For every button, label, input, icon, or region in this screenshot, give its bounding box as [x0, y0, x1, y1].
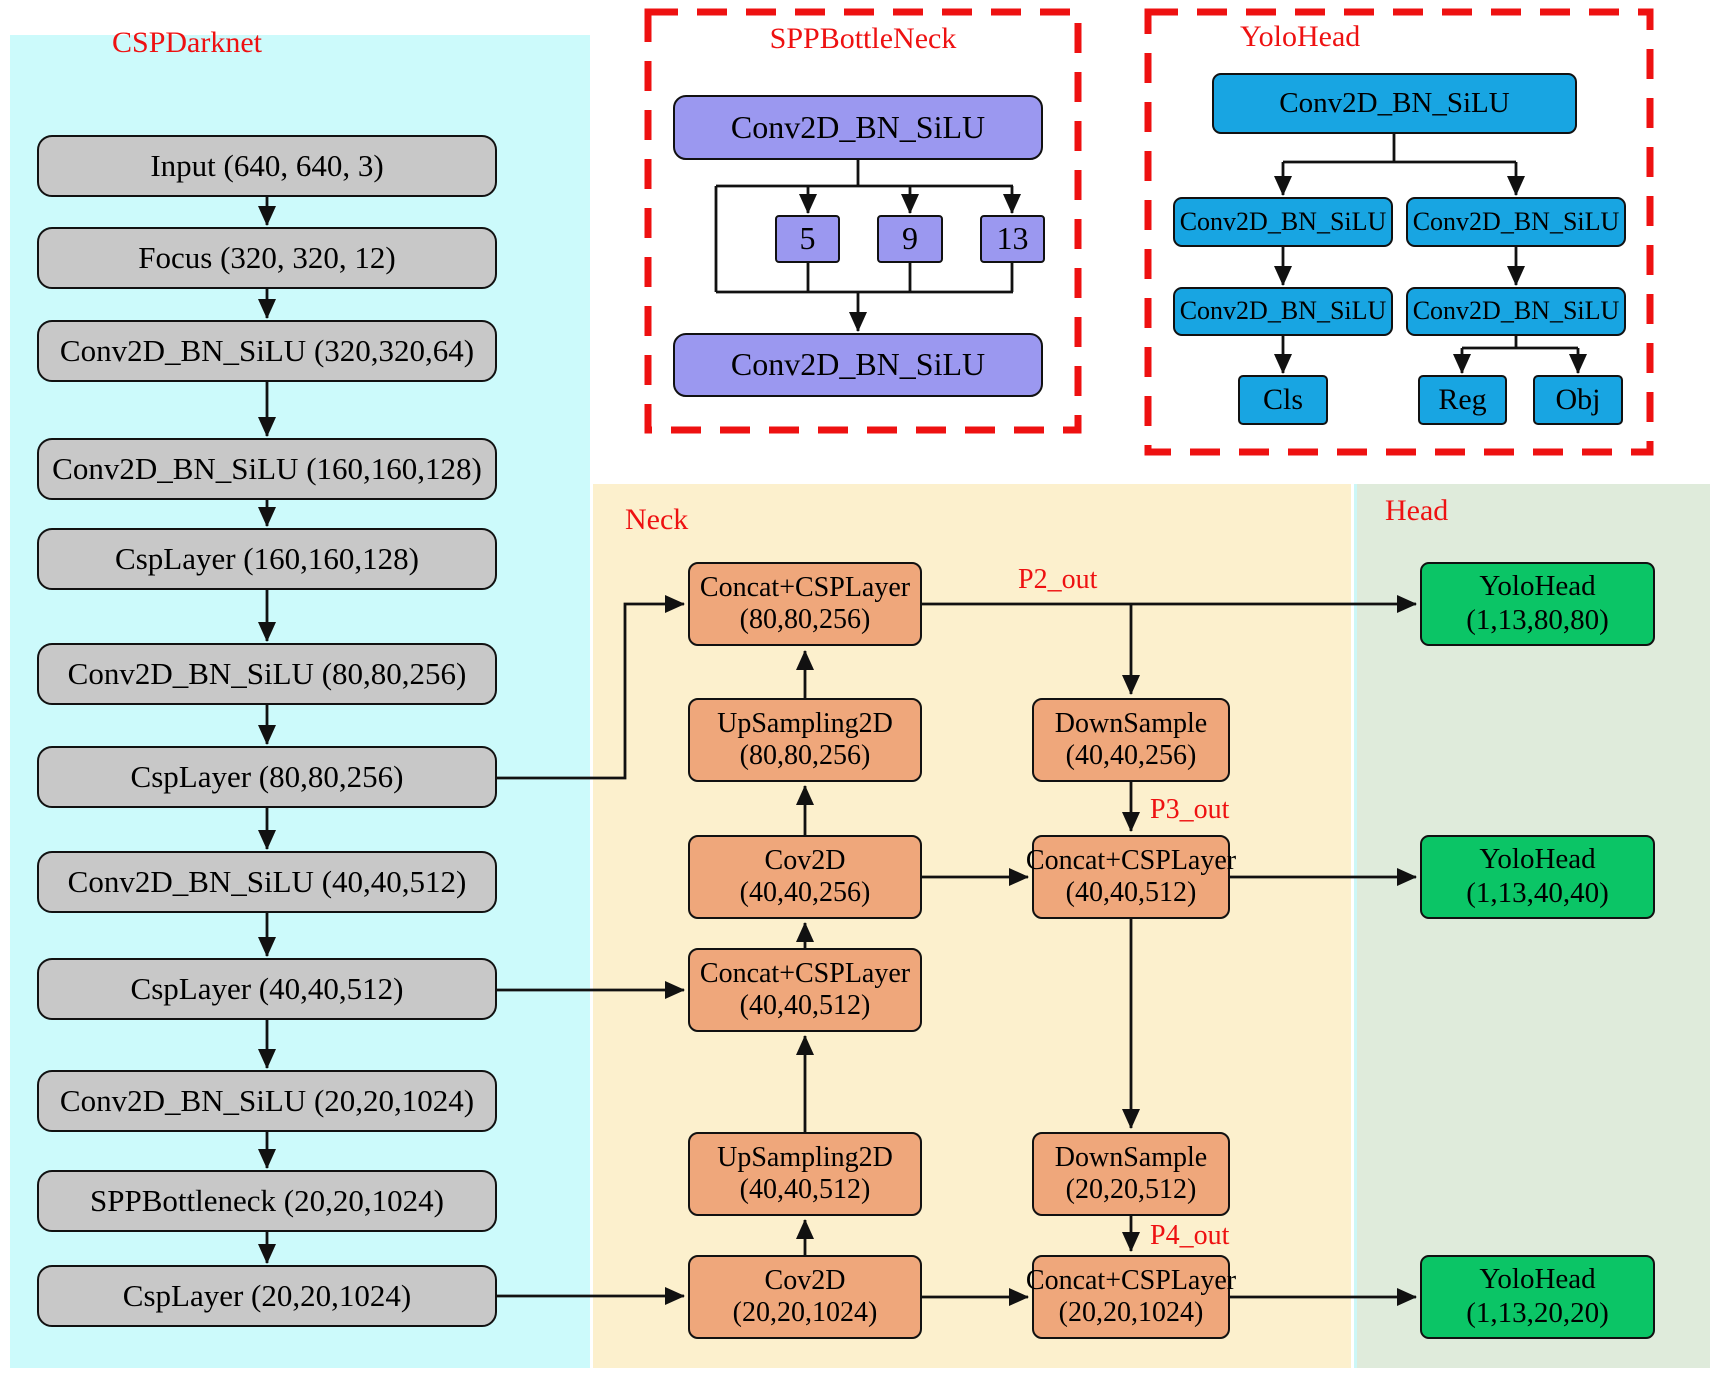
neck-node-up40: UpSampling2D(40,40,512) — [688, 1132, 922, 1216]
backbone-node-input: Input (640, 640, 3) — [37, 135, 497, 197]
backbone-node-conv4: Conv2D_BN_SiLU (40,40,512) — [37, 851, 497, 913]
yolohead-dashed-frame — [1144, 8, 1654, 456]
arrow-csp80-to-concat80 — [497, 595, 685, 780]
neck-node-concat40-left: Concat+CSPLayer(40,40,512) — [688, 948, 922, 1032]
neck-node-down20: DownSample(20,20,512) — [1032, 1132, 1230, 1216]
yolohead-node-stem: Conv2D_BN_SiLU — [1212, 73, 1577, 134]
yolohead-node-reg: Reg — [1418, 375, 1507, 425]
neck-node-up80: UpSampling2D(80,80,256) — [688, 698, 922, 782]
yolohead-node-left-conv1: Conv2D_BN_SiLU — [1173, 197, 1393, 247]
spp-node-kernel-9: 9 — [877, 215, 943, 263]
neck-node-concat80: Concat+CSPLayer(80,80,256) — [688, 562, 922, 646]
spp-node-kernel-13: 13 — [980, 215, 1045, 263]
backbone-node-csp1: CspLayer (160,160,128) — [37, 528, 497, 590]
spp-node-conv-bottom: Conv2D_BN_SiLU — [673, 333, 1043, 397]
backbone-node-conv5: Conv2D_BN_SiLU (20,20,1024) — [37, 1070, 497, 1132]
p2-out-label: P2_out — [1018, 564, 1098, 595]
neck-node-down40: DownSample(40,40,256) — [1032, 698, 1230, 782]
yolohead-detail-title: YoloHead — [1240, 20, 1361, 53]
backbone-node-conv1: Conv2D_BN_SiLU (320,320,64) — [37, 320, 497, 382]
neck-node-cov40: Cov2D(40,40,256) — [688, 835, 922, 919]
head-node-yolohead20: YoloHead(1,13,20,20) — [1420, 1255, 1655, 1339]
neck-node-concat20: Concat+CSPLayer(20,20,1024) — [1026, 1255, 1236, 1339]
head-node-yolohead80: YoloHead(1,13,80,80) — [1420, 562, 1655, 646]
spp-node-conv-top: Conv2D_BN_SiLU — [673, 95, 1043, 160]
neck-node-cov20: Cov2D(20,20,1024) — [688, 1255, 922, 1339]
head-title: Head — [1385, 494, 1449, 527]
head-node-yolohead40: YoloHead(1,13,40,40) — [1420, 835, 1655, 919]
yolohead-node-right-conv1: Conv2D_BN_SiLU — [1406, 197, 1626, 247]
yolohead-node-cls: Cls — [1238, 375, 1328, 425]
neck-node-concat40-right: Concat+CSPLayer(40,40,512) — [1026, 835, 1236, 919]
backbone-node-csp4: CspLayer (20,20,1024) — [37, 1265, 497, 1327]
backbone-node-csp2: CspLayer (80,80,256) — [37, 746, 497, 808]
yolohead-node-obj: Obj — [1533, 375, 1623, 425]
spp-dashed-frame — [644, 8, 1082, 434]
backbone-node-focus: Focus (320, 320, 12) — [37, 227, 497, 289]
backbone-node-conv2: Conv2D_BN_SiLU (160,160,128) — [37, 438, 497, 500]
p4-out-label: P4_out — [1150, 1220, 1230, 1251]
backbone-node-spp: SPPBottleneck (20,20,1024) — [37, 1170, 497, 1232]
yolohead-node-left-conv2: Conv2D_BN_SiLU — [1173, 287, 1393, 336]
p3-out-label: P3_out — [1150, 794, 1230, 825]
spp-node-kernel-5: 5 — [775, 215, 840, 263]
backbone-node-csp3: CspLayer (40,40,512) — [37, 958, 497, 1020]
yolohead-node-right-conv2: Conv2D_BN_SiLU — [1406, 287, 1626, 336]
spp-title: SPPBottleNeck — [769, 22, 957, 55]
neck-title: Neck — [625, 503, 689, 536]
backbone-node-conv3: Conv2D_BN_SiLU (80,80,256) — [37, 643, 497, 705]
backbone-title: CSPDarknet — [112, 26, 262, 59]
